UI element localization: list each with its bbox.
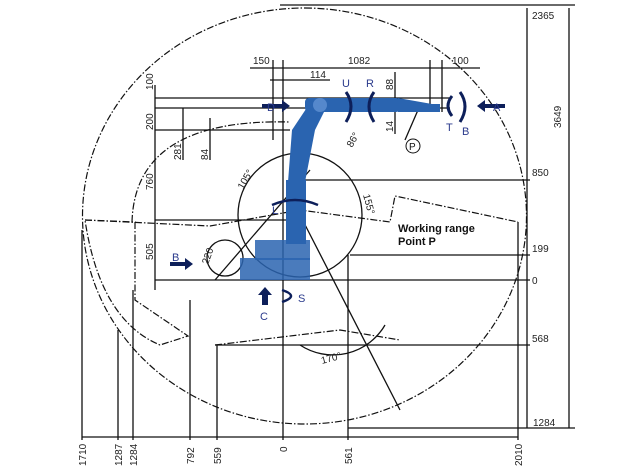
robot-illustration [240, 98, 440, 280]
axis-u-label: U [342, 78, 350, 90]
dim-bottom-561: 561 [344, 447, 355, 464]
motion-arrows [170, 91, 505, 305]
dim-505: 505 [145, 243, 156, 260]
angle-170: 170° [320, 351, 343, 367]
dim-bottom-1287: 1287 [114, 443, 125, 466]
dim-bottom-1710: 1710 [78, 443, 89, 466]
dim-bottom-2010: 2010 [514, 443, 525, 466]
dim-100-left: 100 [145, 73, 156, 90]
axis-t-label: T [446, 122, 453, 134]
point-p-marker [405, 138, 421, 154]
dim-150: 150 [253, 56, 270, 67]
lower-left-lobe [84, 219, 190, 346]
dim-850: 850 [532, 168, 549, 179]
axis-s-label: S [298, 293, 305, 305]
inner-unreachable-area [132, 121, 359, 345]
dim-1082: 1082 [348, 56, 371, 67]
angle-155: 155° [360, 193, 376, 216]
view-a-label: A [493, 102, 501, 114]
dim-84: 84 [200, 148, 211, 160]
dim-bottom-0: 0 [279, 446, 290, 452]
view-d-label: D [267, 102, 275, 114]
point-p-label: P [409, 142, 416, 153]
dim-bottom-792: 792 [186, 447, 197, 464]
dim-1284-right: 1284 [533, 418, 556, 429]
lower-boundary [214, 329, 401, 346]
axis-b-label: B [462, 126, 469, 138]
dim-199: 199 [532, 244, 549, 255]
view-b-label: B [172, 252, 179, 264]
dim-100-top: 100 [452, 56, 469, 67]
dim-281: 281 [173, 143, 184, 160]
dim-760: 760 [145, 173, 156, 190]
axis-r-label: R [366, 78, 374, 90]
dim-114: 114 [310, 70, 326, 81]
angle-86: 86° [345, 131, 362, 150]
dim-200: 200 [145, 113, 156, 130]
dim-bottom-559: 559 [213, 447, 224, 464]
dim-2365: 2365 [532, 11, 555, 22]
dim-0-right: 0 [532, 276, 538, 287]
title-line-2: Point P [398, 236, 436, 248]
dim-14: 14 [385, 120, 396, 132]
dim-bottom-1284: 1284 [129, 443, 140, 466]
title-line-1: Working range [398, 223, 475, 235]
dim-568: 568 [532, 334, 549, 345]
dim-88: 88 [385, 78, 396, 90]
axis-l-label: L [272, 205, 278, 217]
inner-arc [131, 121, 291, 223]
view-c-label: C [260, 311, 268, 323]
working-range-boundary [84, 195, 519, 227]
dim-3649: 3649 [553, 105, 564, 128]
